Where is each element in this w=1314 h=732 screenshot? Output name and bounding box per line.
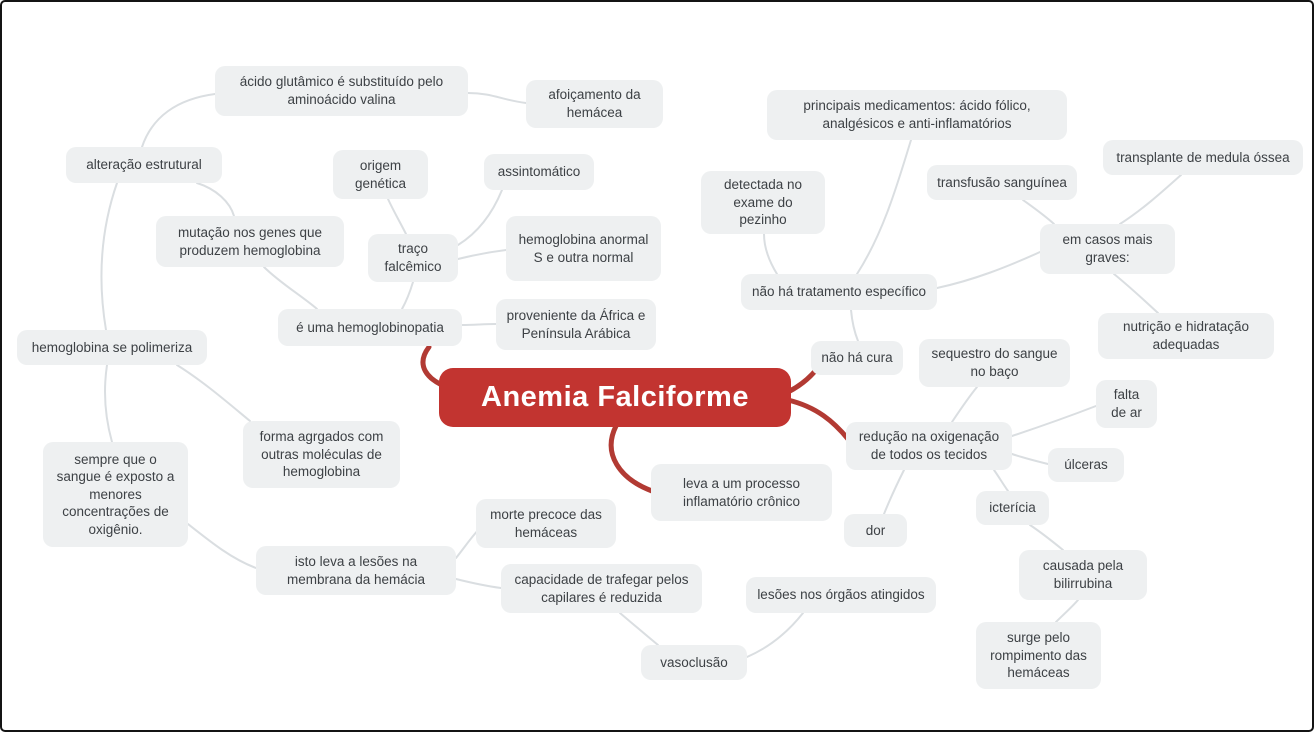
- node-afoicamento[interactable]: afoiçamento da hemácea: [526, 80, 663, 128]
- node-exame-pezinho[interactable]: detectada no exame do pezinho: [701, 171, 825, 234]
- node-assintomatico[interactable]: assintomático: [484, 154, 594, 190]
- branch-central-reducao: [785, 397, 851, 442]
- edge-alteracao-acido: [141, 93, 216, 148]
- edge-lesoes-membrana-capacidade: [455, 578, 502, 589]
- edge-polimeriza-forma: [176, 364, 251, 422]
- node-transfusao-sanguinea[interactable]: transfusão sanguínea: [927, 165, 1077, 200]
- edge-tratamento-casos-graves: [936, 251, 1041, 289]
- edge-cura-tratamento: [850, 309, 859, 342]
- node-sempre-que-sangue[interactable]: sempre que o sangue é exposto a menores …: [43, 442, 188, 547]
- node-causada-bilirrubina[interactable]: causada pela bilirrubina: [1019, 550, 1147, 600]
- edge-traco-assintomatico: [457, 189, 503, 246]
- node-reducao-oxigenacao[interactable]: redução na oxigenação de todos os tecido…: [846, 422, 1012, 470]
- node-falta-de-ar[interactable]: falta de ar: [1096, 380, 1157, 428]
- edge-reducao-sequestro: [951, 386, 978, 423]
- edge-ictericia-causada: [1029, 524, 1064, 551]
- edge-capacidade-vasoclusao: [619, 612, 659, 646]
- edge-casos-transplante: [1119, 174, 1182, 225]
- edge-polimeriza-sempre: [103, 364, 113, 443]
- node-acido-glutamico[interactable]: ácido glutâmico é substituído pelo amino…: [215, 66, 468, 116]
- node-traco-falcemico[interactable]: traço falcêmico: [368, 234, 458, 282]
- node-processo-inflamatorio[interactable]: leva a um processo inflamatório crônico: [651, 464, 832, 521]
- node-proveniente-africa[interactable]: proveniente da África e Península Arábic…: [496, 299, 656, 350]
- edge-traco-origem: [387, 198, 407, 235]
- node-mutacao-genes[interactable]: mutação nos genes que produzem hemoglobi…: [156, 216, 344, 267]
- node-forma-agregados[interactable]: forma agrgados com outras moléculas de h…: [243, 421, 400, 488]
- edge-reducao-falta-ar: [1011, 405, 1097, 437]
- edge-casos-transfusao: [1022, 199, 1055, 225]
- node-nutricao-hidratacao[interactable]: nutrição e hidratação adequadas: [1098, 313, 1274, 359]
- node-morte-precoce[interactable]: morte precoce das hemáceas: [476, 499, 616, 548]
- edge-reducao-dor: [883, 469, 905, 515]
- node-hemoglobina-polimeriza[interactable]: hemoglobina se polimeriza: [17, 330, 207, 365]
- node-lesoes-membrana[interactable]: isto leva a lesões na membrana da hemáci…: [256, 546, 456, 595]
- node-capacidade-trafegar[interactable]: capacidade de trafegar pelos capilares é…: [501, 564, 702, 613]
- branch-central-processo-inflamatorio: [608, 423, 655, 494]
- node-origem-genetica[interactable]: origem genética: [333, 150, 428, 199]
- node-ulceras[interactable]: úlceras: [1048, 448, 1124, 482]
- node-alteracao-estrutural[interactable]: alteração estrutural: [66, 147, 222, 183]
- edge-traco-hemoglobina-anormal: [457, 249, 507, 260]
- edge-tratamento-medicamentos: [856, 139, 912, 275]
- edge-reducao-ictericia: [993, 469, 1009, 492]
- edge-hemoglobinopatia-mutacao: [263, 266, 318, 310]
- node-nao-ha-cura[interactable]: não há cura: [811, 341, 903, 375]
- node-casos-graves[interactable]: em casos mais graves:: [1040, 224, 1175, 274]
- edge-reducao-ulceras: [1011, 453, 1049, 465]
- node-sequestro-sangue[interactable]: sequestro do sangue no baço: [919, 339, 1070, 387]
- node-principais-medicamentos[interactable]: principais medicamentos: ácido fólico, a…: [767, 90, 1067, 140]
- edge-vasoclusao-lesoes-orgaos: [746, 612, 804, 658]
- node-dor[interactable]: dor: [844, 514, 907, 547]
- node-sem-tratamento[interactable]: não há tratamento específico: [741, 274, 937, 310]
- edge-casos-nutricao: [1113, 273, 1159, 314]
- node-hemoglobina-anormal[interactable]: hemoglobina anormal S e outra normal: [506, 216, 661, 281]
- node-hemoglobinopatia[interactable]: é uma hemoglobinopatia: [278, 309, 462, 346]
- edge-hemoglobinopatia-proveniente: [461, 323, 497, 326]
- node-ictericia[interactable]: icterícia: [976, 491, 1049, 525]
- edge-hemoglobinopatia-traco: [401, 281, 414, 310]
- node-lesoes-orgaos[interactable]: lesões nos órgãos atingidos: [746, 577, 936, 613]
- edge-mutacao-alteracao: [196, 182, 235, 217]
- edge-alteracao-polimeriza: [100, 182, 118, 331]
- edge-sempre-lesoes-membrana: [187, 523, 257, 569]
- node-vasoclusao[interactable]: vasoclusão: [641, 645, 747, 680]
- edge-causada-surge: [1055, 599, 1079, 623]
- node-surge-rompimento[interactable]: surge pelo rompimento das hemáceas: [976, 622, 1101, 689]
- edge-acido-afoicamento: [467, 92, 527, 104]
- node-central-anemia-falciforme[interactable]: Anemia Falciforme: [439, 368, 791, 427]
- node-transplante-medula[interactable]: transplante de medula óssea: [1103, 140, 1303, 175]
- edge-tratamento-pezinho: [763, 233, 778, 275]
